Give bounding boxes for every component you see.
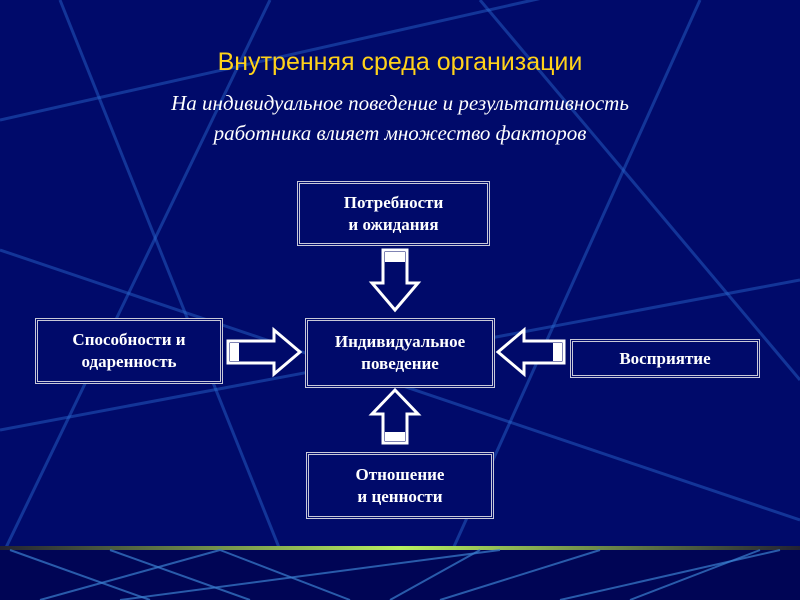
box-label: Восприятие [619, 348, 711, 368]
box-abilities-talents: Способности и одаренность [35, 318, 223, 384]
arrow-down [368, 248, 422, 313]
box-needs-expectations: Потребности и ожидания [297, 181, 490, 246]
box-individual-behavior: Индивидуальное поведение [305, 318, 495, 388]
box-perception: Восприятие [570, 339, 760, 378]
subtitle-line: работника влияет множество факторов [213, 121, 587, 145]
box-label: Способности и одаренность [72, 330, 186, 371]
arrow-left [495, 326, 566, 378]
box-label: Потребности и ожидания [343, 192, 444, 234]
subtitle-line: На индивидуальное поведение и результати… [171, 91, 629, 115]
slide-title: Внутренняя среда организации [217, 48, 583, 76]
box-label: Индивидуальное поведение [334, 332, 466, 373]
arrows [226, 248, 566, 445]
box-attitudes-values: Отношение и ценности [306, 452, 494, 519]
slide-subtitle: На индивидуальное поведение и результати… [0, 88, 800, 148]
arrow-right [226, 326, 303, 378]
box-label: Отношение и ценности [355, 464, 445, 506]
arrow-up [368, 387, 422, 445]
